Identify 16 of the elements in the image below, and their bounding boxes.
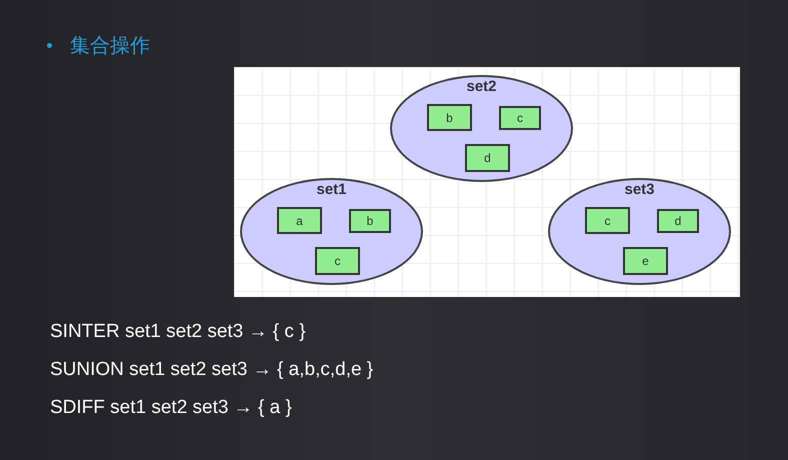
command-line: SDIFF set1 set2 set3 → { a } [50,396,293,420]
element-box: c [585,207,630,234]
element-box: d [465,144,510,172]
element-box: c [499,106,541,130]
command-line: SUNION set1 set2 set3 → { a,b,c,d,e } [50,358,374,382]
set-name: set1 [315,180,348,200]
element-box: d [657,209,699,233]
command-line: SINTER set1 set2 set3 → { c } [50,320,307,344]
element-box: a [277,207,322,234]
set-name: set2 [465,77,498,97]
title: 集合操作 [70,32,150,59]
element-box: e [623,247,668,275]
element-box: b [427,104,472,131]
element-box: c [315,247,360,275]
set-name: set3 [623,180,656,200]
element-box: b [349,209,391,233]
